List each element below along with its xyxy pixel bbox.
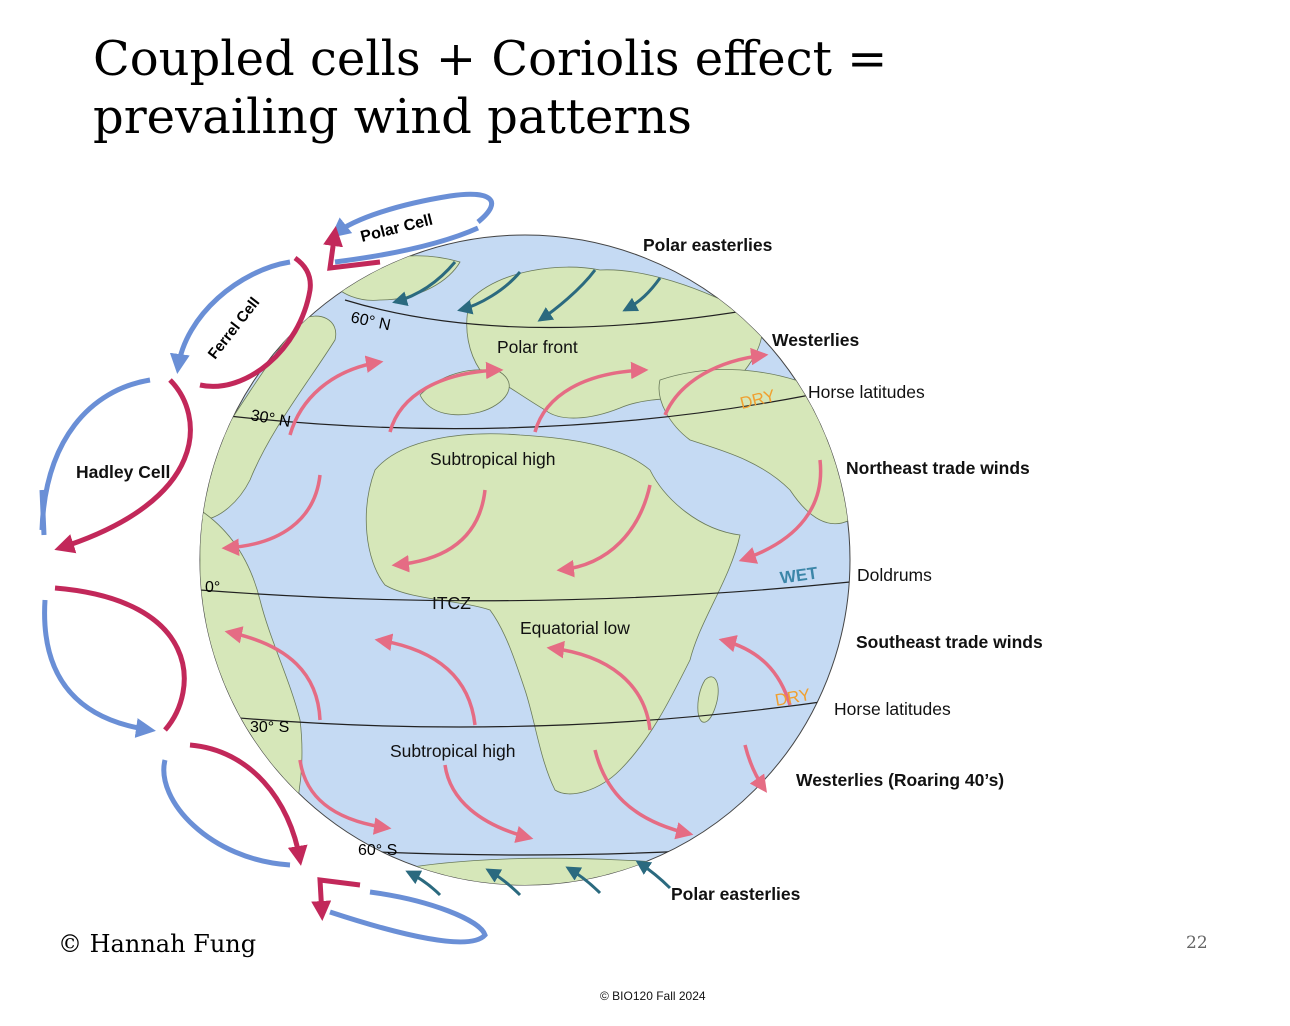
horse-latitudes-s-label: Horse latitudes: [834, 699, 951, 719]
copyright-text: © Hannah Fung: [58, 930, 257, 958]
lat-60s: 60° S: [358, 842, 397, 859]
se-trade-arrows: [224, 626, 792, 731]
doldrums-label: Doldrums: [857, 565, 932, 585]
title-line-1: Coupled cells + Coriolis effect =: [93, 31, 888, 87]
ne-trade-label: Northeast trade winds: [846, 458, 1030, 478]
polar-easterlies-s-label: Polar easterlies: [671, 884, 801, 904]
polar-front-label: Polar front: [497, 337, 578, 357]
ne-trade-arrows: [221, 459, 823, 578]
polar-easterlies-arrows: [392, 261, 672, 897]
westerlies-label: Westerlies: [772, 330, 860, 350]
horse-latitudes-n-label: Horse latitudes: [808, 382, 925, 402]
page-number: 22: [1186, 933, 1208, 953]
lat-0: 0°: [205, 579, 220, 596]
subtropical-high-s-label: Subtropical high: [390, 741, 516, 761]
westerlies-s-label: Westerlies (Roaring 40’s): [796, 770, 1005, 790]
lat-30s: 30° S: [250, 719, 289, 736]
southern-westerlies-arrows: [298, 744, 768, 843]
circulation-cells: [39, 191, 494, 945]
subtropical-high-n-label: Subtropical high: [430, 449, 556, 469]
lat-30n: 30° N: [249, 407, 292, 431]
wind-pattern-diagram: 60° N 30° N 0° 30° S 60° S Polar Cell Fe…: [39, 191, 851, 945]
se-trade-label: Southeast trade winds: [856, 632, 1043, 652]
slide-title: Coupled cells + Coriolis effect = prevai…: [93, 30, 1093, 146]
title-line-2: prevailing wind patterns: [93, 89, 692, 145]
hadley-cell-label: Hadley Cell: [76, 462, 171, 482]
equatorial-low-label: Equatorial low: [520, 618, 630, 638]
westerlies-arrows: [288, 347, 769, 436]
itcz-label: ITCZ: [432, 593, 471, 613]
footer-text: © BIO120 Fall 2024: [600, 989, 706, 1003]
polar-easterlies-n-label: Polar easterlies: [643, 235, 773, 255]
